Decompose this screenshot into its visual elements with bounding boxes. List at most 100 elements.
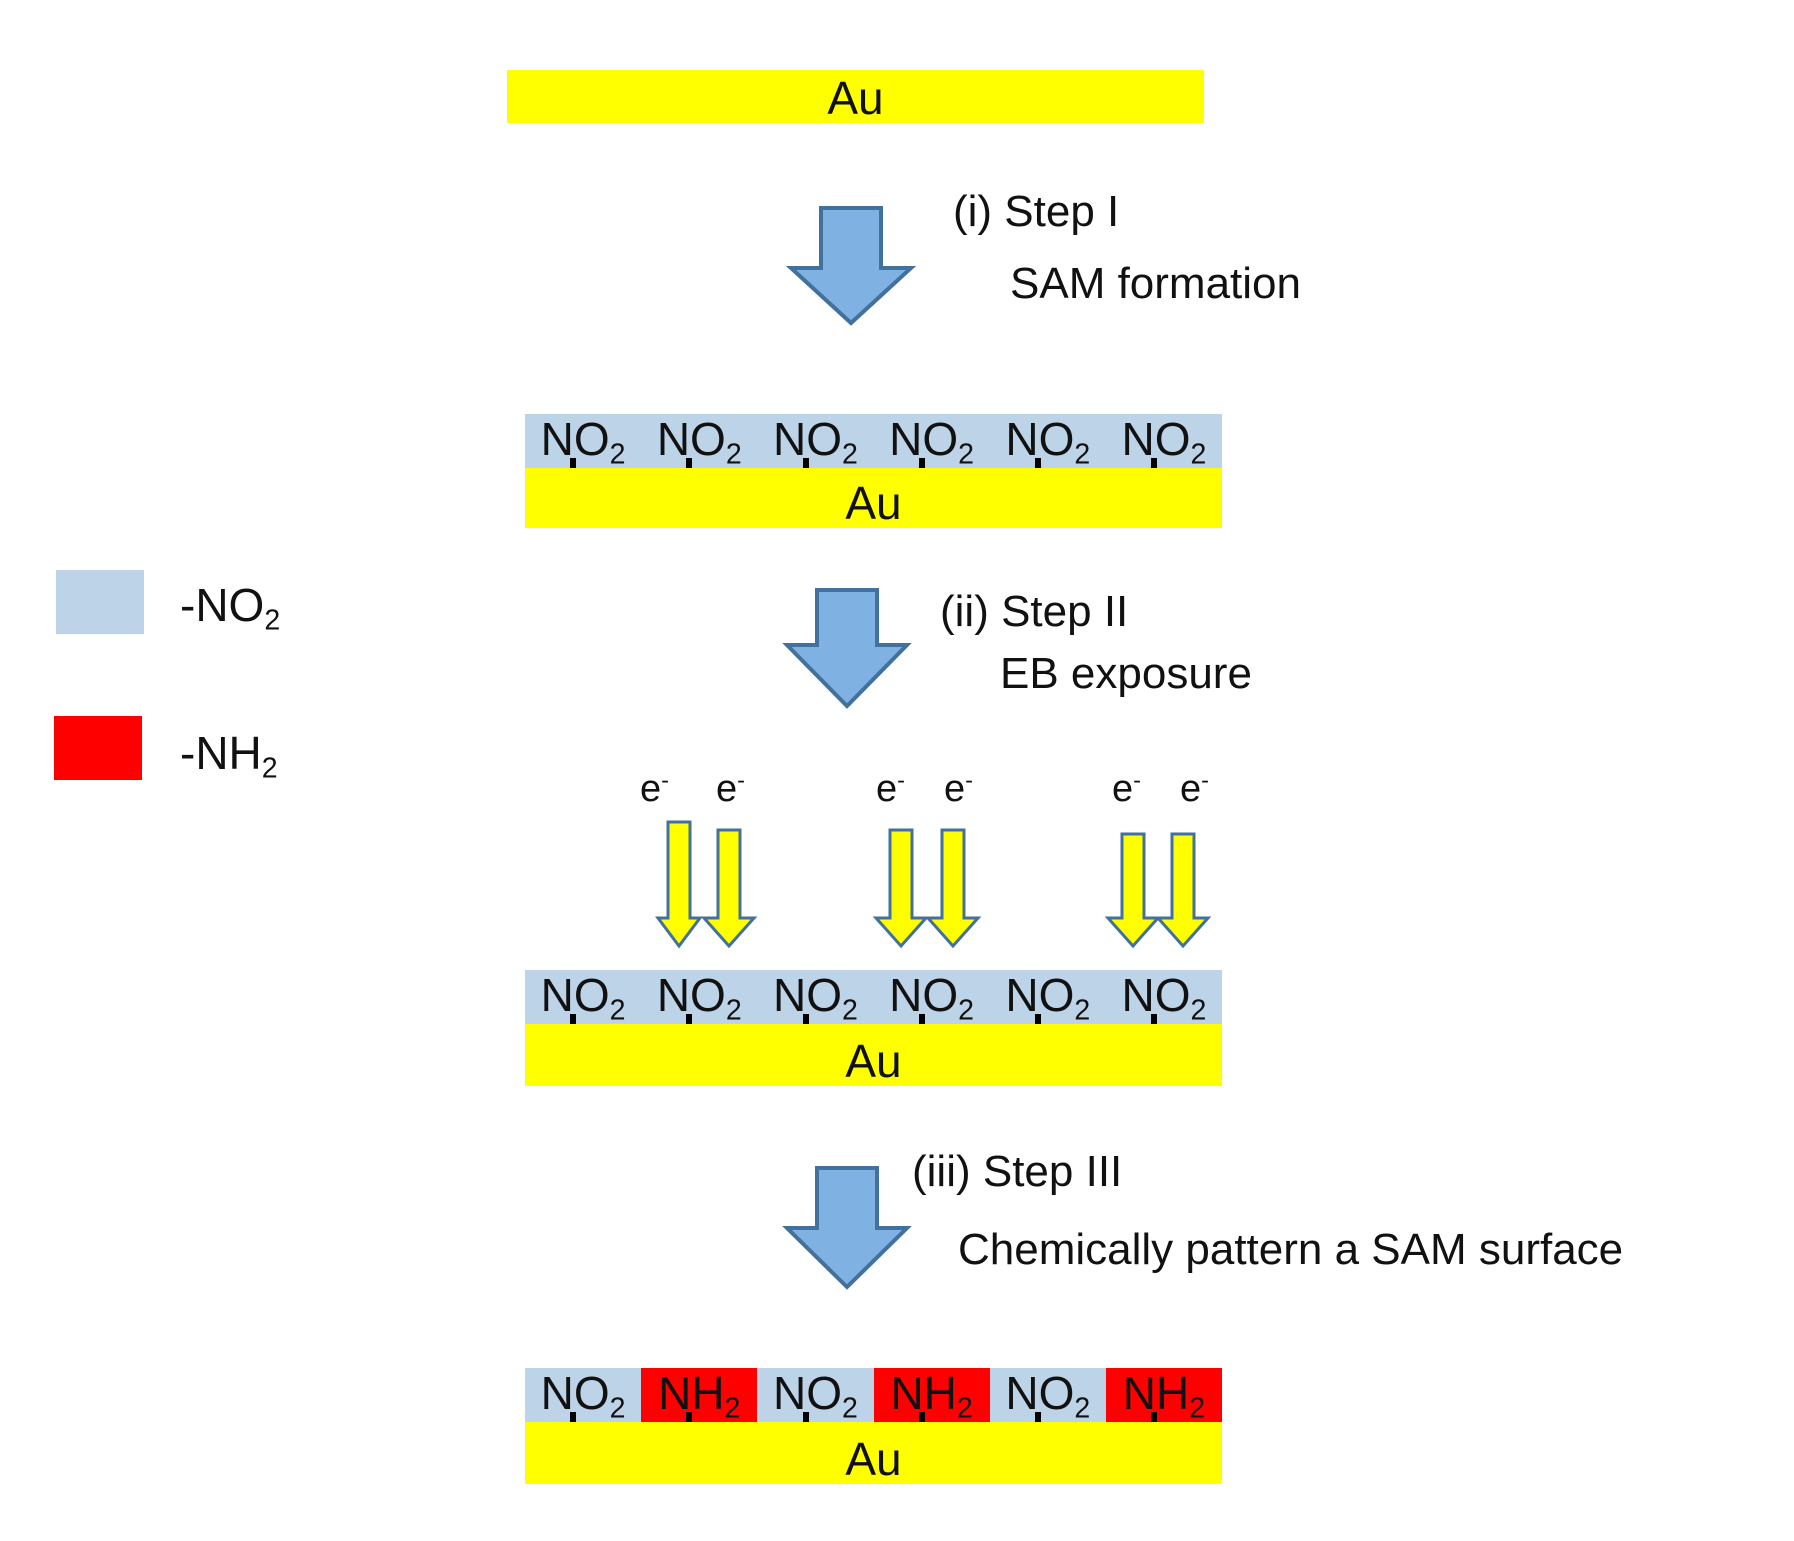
group-formula-subscript: 2 (724, 1392, 741, 1425)
anchor-bond (1034, 1014, 1041, 1024)
group-formula: NO2 (1005, 413, 1090, 469)
electron-charge: - (897, 767, 905, 794)
group-formula: NO2 (656, 413, 742, 469)
electron-beam-arrow (924, 828, 982, 949)
step-2-description: EB exposure (1000, 649, 1252, 698)
no2-group: NO2 (757, 969, 873, 1025)
group-formula-subscript: 2 (842, 994, 858, 1027)
group-formula: NO2 (889, 413, 974, 469)
legend-label-no2-main: -NO (180, 579, 265, 631)
no2-group: NO2 (641, 969, 757, 1025)
electron-charge: - (737, 767, 745, 794)
legend-swatch-nh2 (54, 716, 142, 780)
electron-beam-arrow (872, 828, 930, 949)
process-arrow-step-2 (782, 588, 912, 709)
no2-group: NO2 (525, 1368, 641, 1423)
nh2-group: NH2 (641, 1368, 758, 1425)
electron-label: e- (1112, 768, 1141, 810)
step-3-title: (iii) Step III (912, 1147, 1123, 1196)
anchor-bond (918, 1412, 925, 1422)
group-formula-main: NO (1121, 969, 1191, 1021)
group-formula: NO2 (773, 969, 858, 1025)
group-formula-subscript: 2 (1189, 1392, 1206, 1425)
no2-group: NO2 (757, 414, 873, 469)
electron-beam-arrow (700, 828, 758, 949)
anchor-bond (570, 1014, 577, 1024)
legend-swatch-no2 (56, 570, 144, 634)
electron-label: e- (640, 768, 669, 810)
group-formula-main: NO (1005, 1367, 1075, 1419)
group-formula-main: NH (1122, 1367, 1190, 1419)
step-3-description: Chemically pattern a SAM surface (958, 1225, 1624, 1274)
group-formula-subscript: 2 (609, 438, 626, 471)
group-formula-main: NO (773, 1367, 842, 1419)
process-arrow-step-3 (782, 1166, 912, 1290)
step-1-title: (i) Step I (953, 187, 1120, 236)
anchor-bond (918, 1014, 925, 1024)
group-formula-main: NO (889, 969, 959, 1021)
group-formula-subscript: 2 (1190, 994, 1207, 1027)
electron-label: e- (876, 767, 905, 810)
step-1-description: SAM formation (1010, 259, 1301, 308)
group-formula-subscript: 2 (842, 438, 858, 471)
no2-group: NO2 (990, 413, 1106, 469)
electron-beam-arrow (1154, 832, 1212, 949)
anchor-bond (570, 458, 577, 468)
electron-symbol: e (876, 768, 898, 810)
group-formula: NO2 (773, 416, 858, 469)
no2-group: NO2 (990, 1367, 1106, 1423)
au-substrate-1: Au (507, 70, 1204, 123)
group-formula: NO2 (773, 1367, 858, 1423)
group-formula-main: NO (540, 969, 610, 1021)
electron-beam-arrow (655, 820, 703, 949)
group-formula: NH2 (890, 1367, 972, 1423)
group-formula-subscript: 2 (725, 994, 742, 1027)
group-formula: NO2 (540, 969, 626, 1025)
anchor-bond (1151, 1014, 1158, 1024)
no2-group: NO2 (874, 413, 990, 469)
group-formula-subscript: 2 (1074, 1392, 1091, 1425)
group-formula: NO2 (656, 969, 742, 1025)
group-formula: NO2 (1005, 1367, 1090, 1423)
no2-group: NO2 (757, 1367, 873, 1423)
anchor-bond (1151, 1412, 1158, 1422)
anchor-bond (918, 458, 925, 468)
group-formula-main: NO (656, 969, 726, 1021)
group-formula-subscript: 2 (1074, 994, 1091, 1027)
group-formula: NO2 (540, 413, 626, 469)
group-formula: NO2 (1121, 969, 1207, 1025)
electron-symbol: e (1180, 768, 1202, 810)
electron-beam-arrow (1104, 832, 1162, 949)
no2-group: NO2 (874, 969, 990, 1025)
legend-label-nh2: -NH2 (180, 730, 278, 783)
electron-symbol: e (640, 768, 662, 810)
group-formula-main: NO (889, 413, 959, 465)
electron-label: e- (1180, 767, 1209, 810)
group-formula-subscript: 2 (958, 438, 975, 471)
group-formula-main: NO (773, 969, 842, 1021)
no2-group: NO2 (525, 413, 641, 469)
group-formula-subscript: 2 (725, 438, 742, 471)
electron-label: e- (716, 767, 745, 810)
anchor-bond (1151, 458, 1158, 468)
process-arrow-step-1 (785, 206, 917, 326)
legend-label-no2: -NO2 (180, 579, 280, 635)
anchor-bond (802, 1014, 809, 1024)
group-formula: NO2 (541, 1370, 626, 1423)
au-substrate-3: Au (525, 1024, 1222, 1086)
group-formula-main: NO (1005, 413, 1075, 465)
no2-group: NO2 (1106, 969, 1222, 1025)
group-formula: NO2 (889, 969, 974, 1025)
electron-symbol: e (716, 768, 738, 810)
group-formula-main: NO (656, 413, 726, 465)
group-formula-main: NO (540, 413, 610, 465)
no2-group: NO2 (525, 969, 641, 1025)
electron-symbol: e (1112, 768, 1134, 810)
electron-charge: - (965, 767, 973, 794)
electron-charge: - (1201, 767, 1209, 794)
group-formula-main: NH (890, 1367, 957, 1419)
